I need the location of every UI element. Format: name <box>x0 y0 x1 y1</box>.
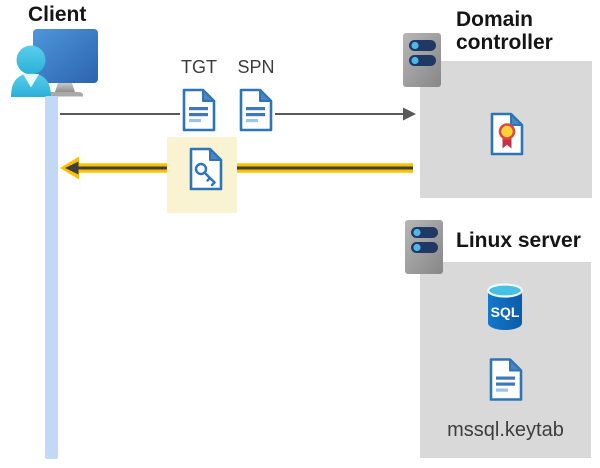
client-workstation-icon <box>11 29 98 97</box>
spn-label: SPN <box>237 57 275 77</box>
client-label: Client <box>28 3 87 26</box>
user-icon <box>11 45 51 97</box>
monitor-icon <box>33 29 98 97</box>
spn-document-icon <box>239 88 273 132</box>
certificate-icon <box>490 112 524 156</box>
tgt-document-icon <box>182 88 216 132</box>
key-document-icon <box>189 147 223 191</box>
domain-controller-label: Domain controller <box>456 8 553 54</box>
tgt-label: TGT <box>181 57 217 77</box>
ticket-highlight-box <box>167 137 237 213</box>
request-arrow <box>60 107 416 121</box>
linux-server-label: Linux server <box>456 229 581 252</box>
response-arrow <box>60 156 413 180</box>
keytab-label: mssql.keytab <box>447 419 564 441</box>
domain-controller-server-icon <box>403 33 441 87</box>
linux-server-icon <box>405 220 443 274</box>
keytab-document-icon <box>489 358 523 401</box>
client-connection-bar <box>45 96 58 459</box>
sql-database-icon: SQL <box>487 283 523 330</box>
sql-icon-label: SQL <box>491 304 520 320</box>
